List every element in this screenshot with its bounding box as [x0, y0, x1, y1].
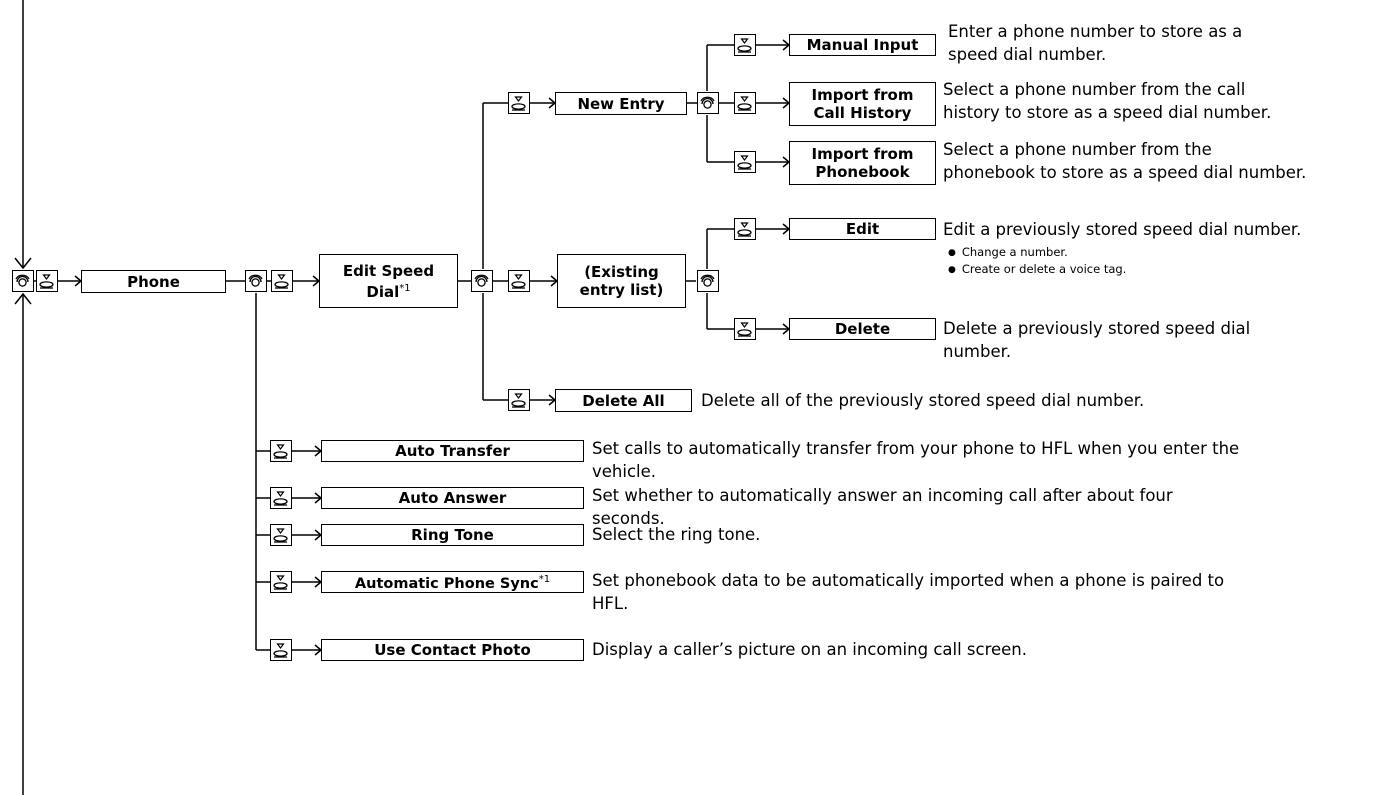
- auto-answer-label: Auto Answer: [398, 489, 507, 507]
- auto-answer-description: Set whether to automatically answer an i…: [592, 486, 1173, 528]
- auto-transfer-label: Auto Transfer: [395, 442, 510, 460]
- press-icon: [734, 34, 756, 56]
- edit-bullet: Create or delete a voice tag.: [948, 262, 1126, 278]
- press-icon: [36, 270, 58, 292]
- delete-all-label: Delete All: [582, 391, 665, 410]
- delete-all-description: Delete all of the previously stored spee…: [701, 391, 1145, 410]
- manual-input-label: Manual Input: [806, 36, 919, 54]
- existing-list-line1: (Existing: [584, 263, 659, 281]
- press-icon: [270, 639, 292, 661]
- edit-box: Edit: [789, 218, 936, 240]
- automatic-phone-sync-label: Automatic Phone Sync: [354, 575, 539, 592]
- phone-label: Phone: [127, 272, 180, 291]
- existing-entry-list-box: (Existing entry list): [557, 254, 686, 308]
- automatic-phone-sync-box: Automatic Phone Sync*1: [321, 571, 584, 593]
- edit-description: Edit a previously stored speed dial numb…: [943, 220, 1302, 239]
- rotate-icon: [697, 92, 719, 114]
- press-icon: [270, 440, 292, 462]
- press-icon: [734, 92, 756, 114]
- rotate-icon: [245, 270, 267, 292]
- rotate-icon: [697, 270, 719, 292]
- rotate-icon: [12, 270, 34, 292]
- new-entry-label: New Entry: [577, 94, 665, 113]
- ring-tone-label: Ring Tone: [411, 526, 494, 544]
- edit-speed-dial-line2: Dial: [366, 282, 400, 301]
- manual-input-box: Manual Input: [789, 34, 936, 56]
- automatic-phone-sync-description: Set phonebook data to be automatically i…: [592, 571, 1225, 613]
- press-icon: [734, 151, 756, 173]
- manual-input-description: Enter a phone number to store as a speed…: [948, 22, 1243, 64]
- press-icon: [508, 389, 530, 411]
- delete-all-box: Delete All: [555, 389, 692, 412]
- import-phonebook-description: Select a phone number from the phonebook…: [943, 140, 1307, 182]
- edit-speed-dial-box: Edit Speed Dial*1: [319, 254, 458, 308]
- existing-list-line2: entry list): [579, 281, 664, 299]
- import-call-history-line1: Import from: [811, 86, 914, 104]
- edit-bullet: Change a number.: [948, 245, 1068, 261]
- delete-description: Delete a previously stored speed dial nu…: [943, 319, 1251, 361]
- ring-tone-description: Select the ring tone.: [592, 525, 761, 544]
- import-phonebook-line2: Phonebook: [815, 163, 910, 181]
- new-entry-box: New Entry: [555, 92, 687, 115]
- press-icon: [734, 218, 756, 240]
- delete-label: Delete: [834, 320, 891, 338]
- import-call-history-description: Select a phone number from the call hist…: [943, 80, 1272, 122]
- delete-box: Delete: [789, 318, 936, 340]
- press-icon: [508, 92, 530, 114]
- edit-label: Edit: [845, 220, 880, 238]
- press-icon: [271, 270, 293, 292]
- import-call-history-line2: Call History: [813, 104, 912, 122]
- footnote-marker: *1: [399, 282, 411, 294]
- auto-answer-box: Auto Answer: [321, 487, 584, 509]
- auto-transfer-description: Set calls to automatically transfer from…: [592, 439, 1240, 481]
- ring-tone-box: Ring Tone: [321, 524, 584, 546]
- rotate-icon: [471, 270, 493, 292]
- use-contact-photo-box: Use Contact Photo: [321, 639, 584, 661]
- press-icon: [734, 318, 756, 340]
- footnote-marker: *1: [538, 574, 551, 586]
- press-icon: [270, 571, 292, 593]
- press-icon: [508, 270, 530, 292]
- edit-speed-dial-line1: Edit Speed: [342, 261, 435, 280]
- import-call-history-box: Import from Call History: [789, 82, 936, 126]
- use-contact-photo-description: Display a caller’s picture on an incomin…: [592, 640, 1028, 659]
- auto-transfer-box: Auto Transfer: [321, 440, 584, 462]
- import-phonebook-box: Import from Phonebook: [789, 141, 936, 185]
- press-icon: [270, 524, 292, 546]
- use-contact-photo-label: Use Contact Photo: [374, 641, 531, 659]
- press-icon: [270, 487, 292, 509]
- phone-menu-box: Phone: [81, 270, 226, 293]
- import-phonebook-line1: Import from: [811, 145, 914, 163]
